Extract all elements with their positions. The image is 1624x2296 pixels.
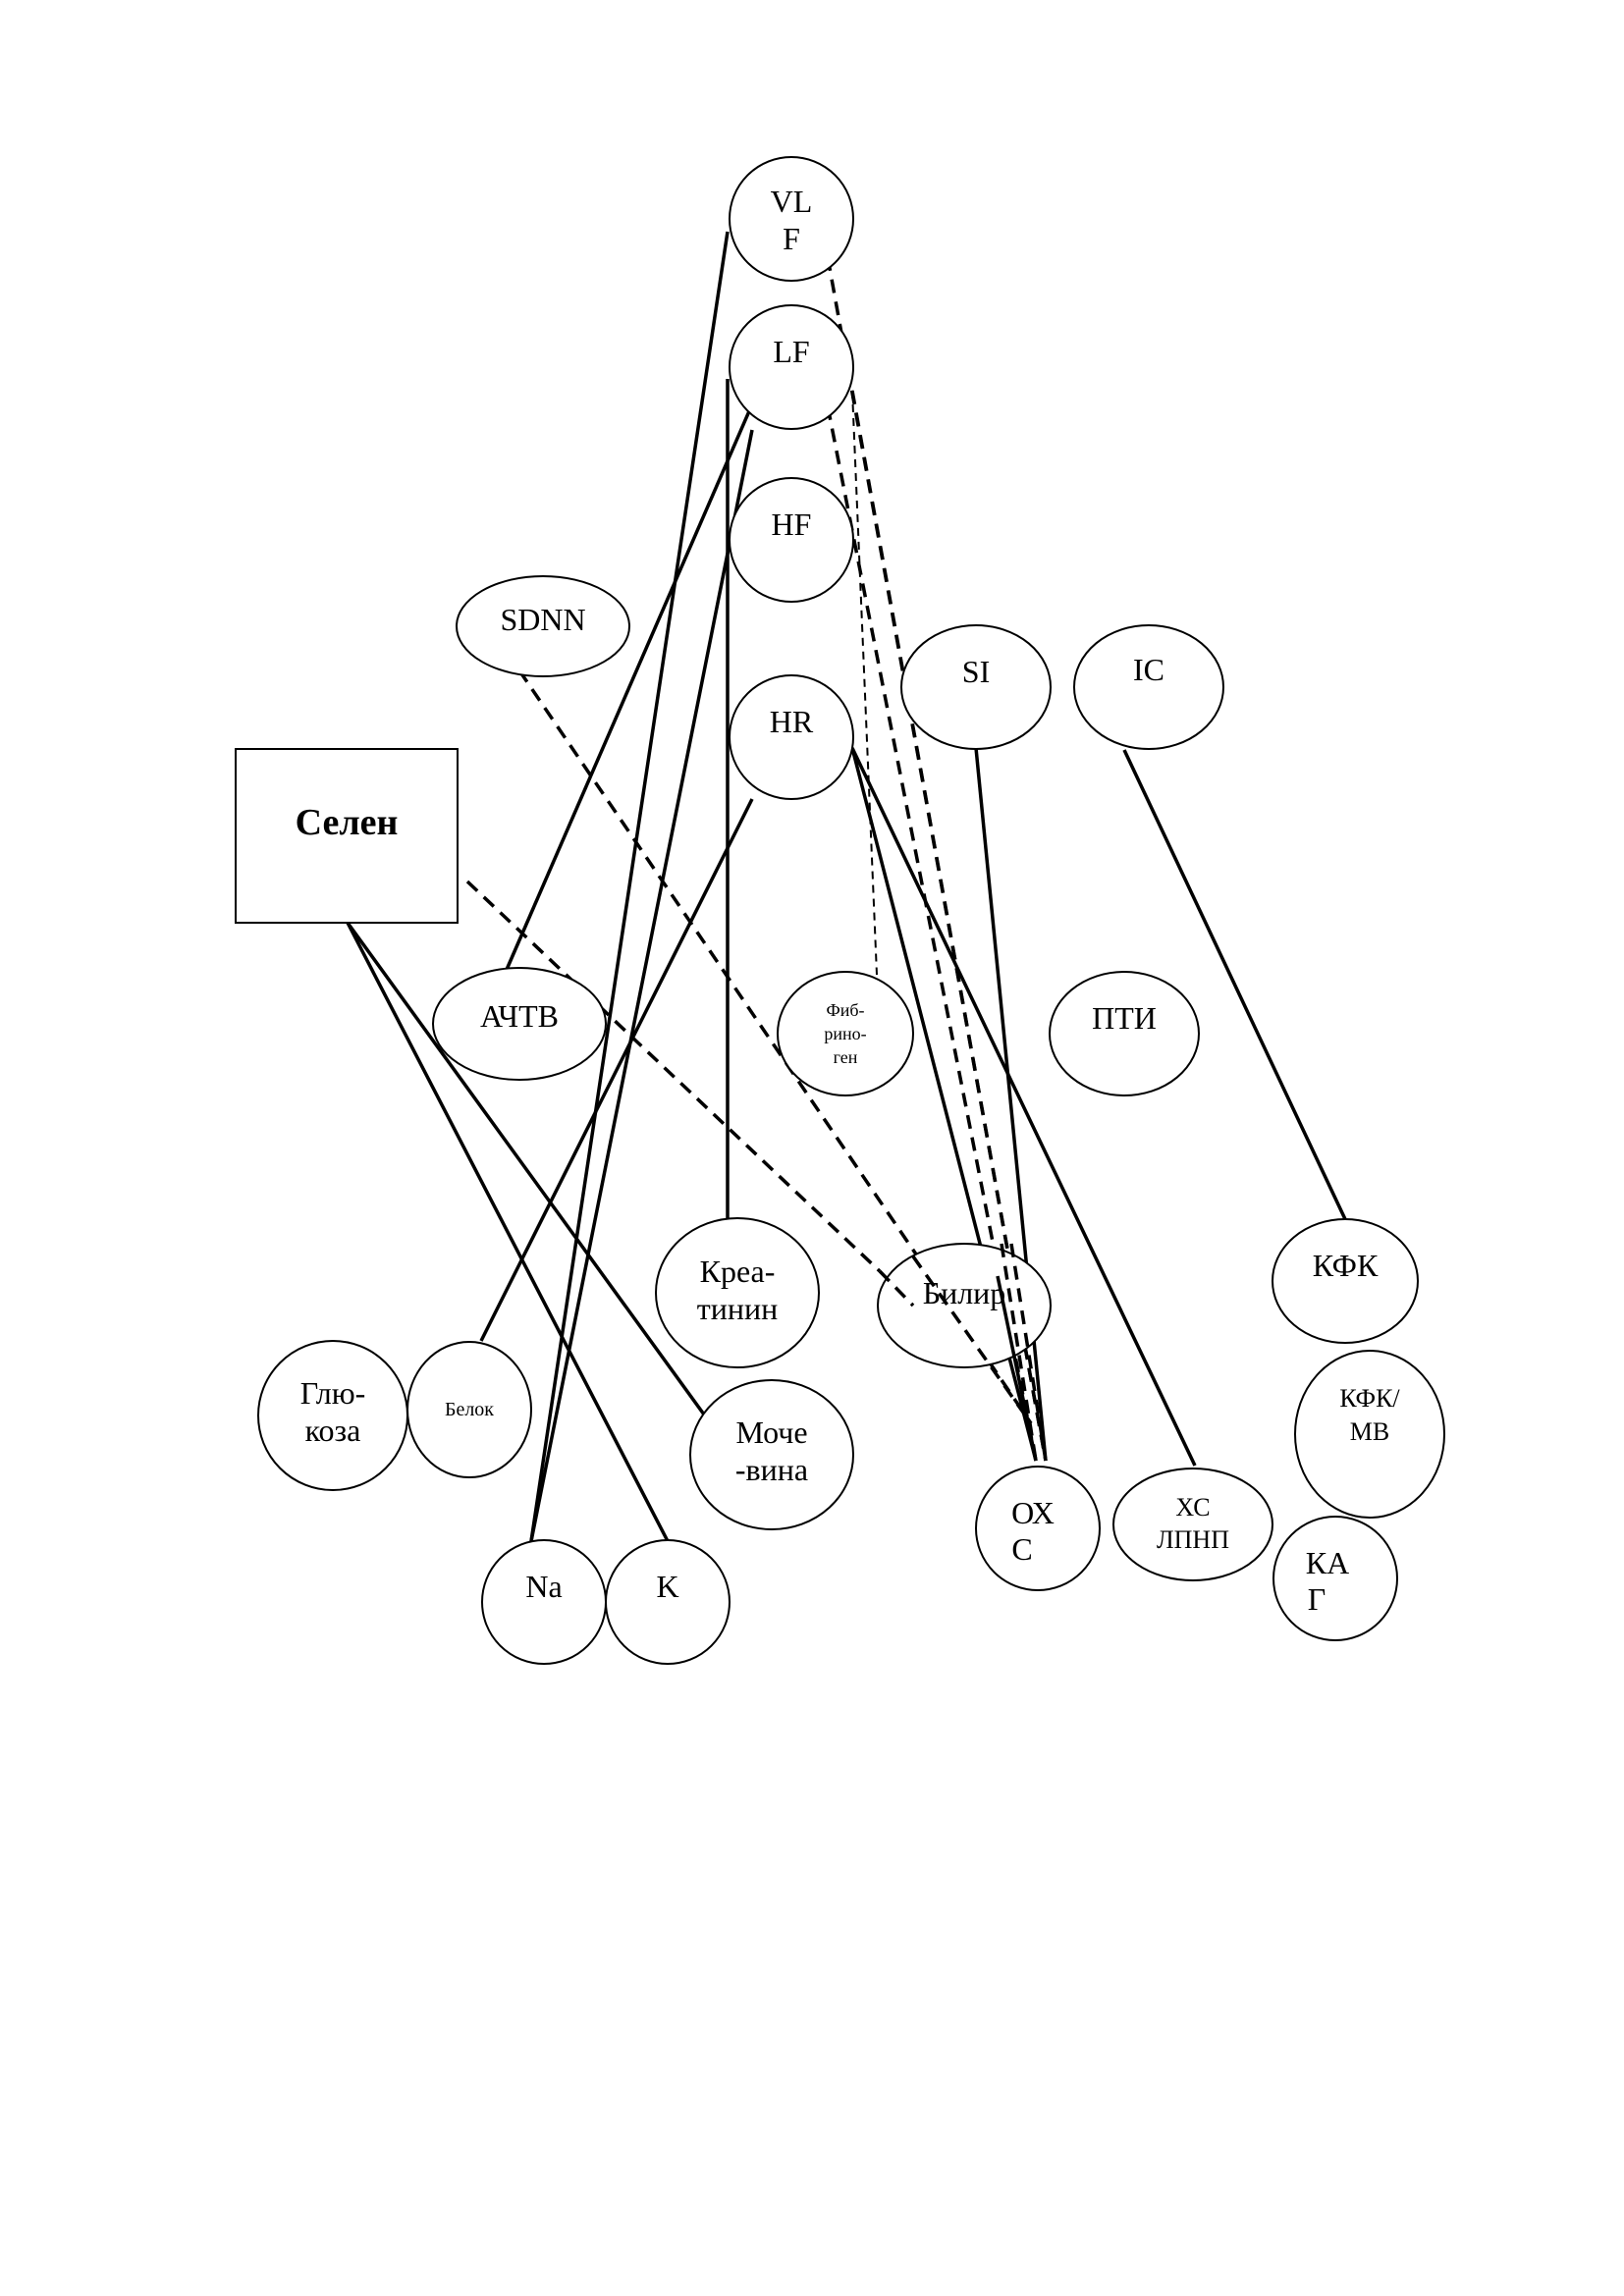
node-selen: Селен — [235, 748, 459, 924]
edge-selen-bilir-front — [878, 1269, 915, 1308]
node-fibrinogen-line-3: ген — [834, 1047, 858, 1067]
node-ic-label: IC — [1133, 652, 1164, 687]
node-glukoza-line-1: Глю- — [300, 1375, 366, 1411]
node-hs-lpnp-line-2: ЛПНП — [1157, 1525, 1229, 1554]
node-vlf-line-2: F — [783, 221, 800, 256]
node-belok: Белок — [406, 1341, 532, 1478]
node-ohs-line-2: С — [1011, 1531, 1032, 1567]
node-hs-lpnp-line-1: ХС — [1175, 1493, 1210, 1522]
node-sdnn: SDNN — [456, 575, 630, 677]
node-kag-line-2: Г — [1308, 1581, 1326, 1617]
node-fibrinogen-line-2: рино- — [824, 1024, 866, 1043]
edge-lf-ohs-front — [1000, 1243, 1038, 1462]
edge-selen-bilir — [465, 880, 882, 1273]
edges — [346, 231, 1347, 1542]
node-kreatinin-line-2: тинин — [697, 1291, 778, 1326]
edges-front — [878, 1243, 1048, 1462]
node-lf-label: LF — [773, 334, 809, 369]
node-sdnn-label: SDNN — [500, 602, 585, 637]
node-vlf-line-1: VL — [771, 184, 813, 219]
node-si: SI — [900, 624, 1052, 750]
node-kfk-mv-line-1: КФК/ — [1339, 1384, 1400, 1413]
node-glukoza: Глю- коза — [257, 1340, 408, 1491]
edge-hr-hs-lpnp — [850, 747, 1197, 1467]
node-kag: КА Г — [1272, 1516, 1398, 1641]
node-fibrinogen: Фиб- рино- ген — [777, 971, 914, 1096]
node-k: K — [605, 1539, 731, 1665]
node-hf-label: HF — [772, 507, 812, 542]
node-kfk: КФК — [1272, 1218, 1419, 1344]
node-mochevina-line-1: Моче — [735, 1415, 807, 1450]
edge-sdnn-ohs-front — [911, 1255, 1033, 1425]
node-kreatinin: Креа- тинин — [655, 1217, 820, 1368]
edge-lf-achtv — [504, 403, 754, 973]
node-bilir: Билир — [877, 1243, 1052, 1368]
node-na-label: Na — [525, 1569, 562, 1604]
node-mochevina: Моче -вина — [689, 1379, 854, 1530]
edge-hr-ohs-front — [996, 1275, 1038, 1462]
node-hf: HF — [729, 477, 854, 603]
node-bilir-label: Билир — [923, 1275, 1006, 1310]
edge-lf-na — [529, 429, 754, 1542]
node-glukoza-line-2: коза — [305, 1413, 361, 1448]
node-hs-lpnp: ХС ЛПНП — [1112, 1468, 1273, 1581]
nodes: VL F LF HF SDNN SI IC HR С — [235, 156, 1445, 1665]
node-kag-line-1: КА — [1306, 1545, 1349, 1580]
node-ohs-line-1: ОХ — [1011, 1495, 1055, 1530]
node-kreatinin-line-1: Креа- — [700, 1254, 776, 1289]
node-selen-label: Селен — [296, 802, 399, 843]
node-lf: LF — [729, 304, 854, 430]
node-ic: IC — [1073, 624, 1224, 750]
edge-vlf-ohs-front — [1009, 1243, 1048, 1462]
edge-selen-mochevina — [346, 921, 706, 1416]
node-hr-label: HR — [770, 704, 814, 739]
node-kfk-mv-line-2: МВ — [1350, 1417, 1389, 1446]
node-na: Na — [481, 1539, 607, 1665]
node-achtv-label: АЧТВ — [480, 998, 559, 1034]
node-ohs: ОХ С — [975, 1466, 1101, 1591]
node-si-label: SI — [962, 654, 990, 689]
edge-hr-belok — [479, 798, 754, 1342]
node-vlf: VL F — [729, 156, 854, 282]
node-hr: HR — [729, 674, 854, 800]
node-belok-label: Белок — [445, 1399, 494, 1420]
edge-vlf-na — [529, 231, 730, 1542]
edge-lf-fibrinogen — [851, 390, 878, 976]
node-kfk-label: КФК — [1313, 1248, 1379, 1283]
edge-ic-kfk — [1122, 749, 1347, 1220]
node-achtv: АЧТВ — [432, 967, 607, 1081]
node-kfk-mv: КФК/ МВ — [1294, 1350, 1445, 1519]
node-pti: ПТИ — [1049, 971, 1200, 1096]
edge-selen-k — [346, 922, 670, 1542]
node-k-label: K — [656, 1569, 678, 1604]
node-mochevina-line-2: -вина — [735, 1452, 808, 1487]
node-pti-label: ПТИ — [1092, 1000, 1157, 1036]
node-fibrinogen-line-1: Фиб- — [826, 1000, 864, 1020]
